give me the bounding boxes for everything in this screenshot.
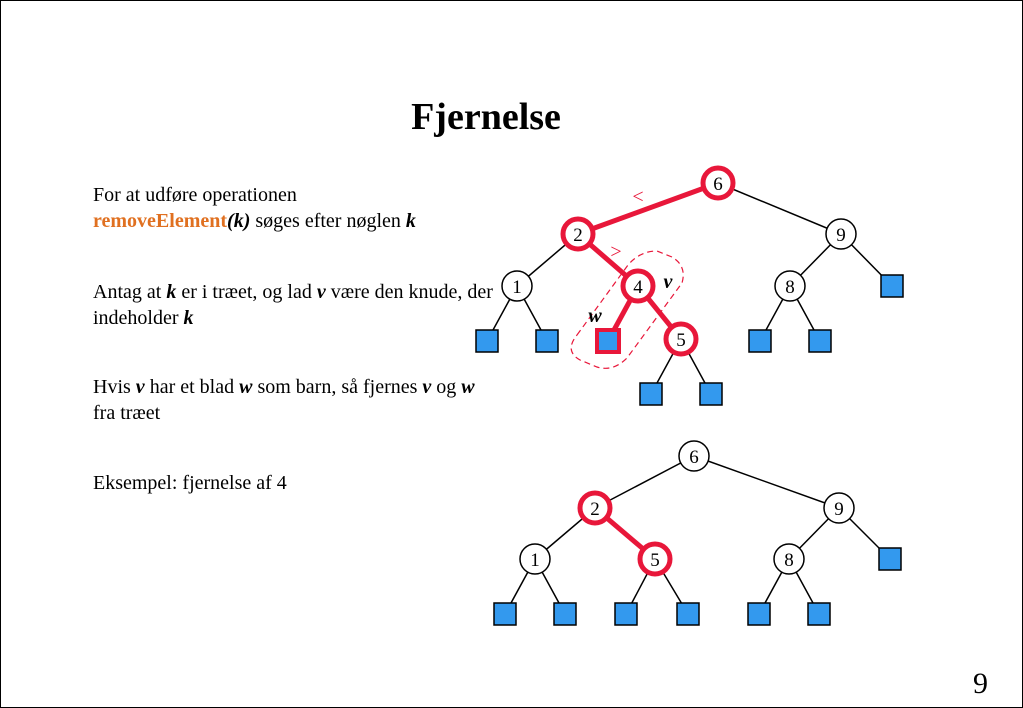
leaf — [614, 602, 638, 626]
node-9: 9 — [823, 492, 855, 524]
node-key: 6 — [713, 174, 723, 195]
key-k: k — [166, 281, 177, 303]
text: søges efter nøglen — [250, 210, 406, 232]
node-key: 1 — [512, 277, 522, 298]
tree-after: 6 2 9 1 5 8 — [493, 440, 902, 626]
leaf-w — [595, 328, 621, 354]
label-v: v — [664, 271, 674, 293]
text: fra træet — [93, 402, 161, 424]
leaf — [748, 329, 772, 353]
node-4-v: 4 — [620, 268, 656, 304]
node-v: v — [422, 376, 432, 398]
edge — [594, 455, 695, 509]
leaves — [475, 274, 904, 406]
leaf — [475, 329, 499, 353]
node-8: 8 — [773, 543, 805, 575]
node-2: 2 — [577, 490, 613, 526]
node-v: v — [135, 376, 145, 398]
less-than-mark: < — [632, 186, 643, 208]
node-key: 2 — [590, 499, 600, 520]
leaf — [553, 602, 577, 626]
path-edge — [577, 180, 719, 237]
paragraph-leaf-case: Hvis v har et blad w som barn, så fjerne… — [93, 374, 493, 426]
node-1: 1 — [501, 270, 533, 302]
node-1: 1 — [519, 543, 551, 575]
node-key: 6 — [689, 447, 699, 468]
node-key: 5 — [650, 550, 660, 571]
leaf — [747, 602, 771, 626]
tree-before: < > v w 6 — [475, 165, 904, 406]
node-2: 2 — [560, 216, 596, 252]
node-key: 9 — [834, 499, 844, 520]
leaves — [493, 547, 902, 626]
node-key: 4 — [633, 277, 643, 298]
node-key: 1 — [530, 550, 540, 571]
node-key: 5 — [676, 330, 686, 351]
node-6: 6 — [678, 440, 710, 472]
slide-title: Fjernelse — [411, 96, 561, 138]
key-k: k — [405, 210, 416, 232]
paragraph-search: For at udføre operationen removeElement(… — [93, 182, 493, 234]
text: som barn, så fjernes — [252, 376, 423, 398]
leaf — [878, 547, 902, 571]
node-w: w — [461, 376, 475, 398]
edges — [486, 182, 893, 395]
greater-than-mark: > — [610, 241, 621, 263]
leaf — [493, 602, 517, 626]
leaf — [639, 382, 663, 406]
text: være den knude, der indeholder — [93, 281, 493, 329]
key-k: k — [233, 210, 244, 232]
text: Eksempel: fjernelse af 4 — [93, 472, 287, 494]
node-5: 5 — [637, 541, 673, 577]
paragraph-assume: Antag at k er i træet, og lad v være den… — [93, 279, 493, 331]
paren: ) — [243, 210, 251, 232]
leaf — [535, 329, 559, 353]
node-key: 8 — [785, 277, 795, 298]
node-v: v — [316, 281, 326, 303]
leaf — [808, 329, 832, 353]
node-9: 9 — [825, 218, 857, 250]
edges — [504, 455, 891, 615]
text: har et blad — [144, 376, 240, 398]
text: Antag at — [93, 281, 167, 303]
edge — [717, 182, 842, 235]
node-key: 8 — [784, 550, 794, 571]
leaf — [676, 602, 700, 626]
node-5: 5 — [663, 321, 699, 357]
page-number: 9 — [973, 667, 988, 700]
text: For at udføre operationen — [93, 184, 297, 206]
node-key: 2 — [573, 225, 583, 246]
leaf — [699, 382, 723, 406]
label-w: w — [588, 305, 602, 327]
paragraph-example: Eksempel: fjernelse af 4 — [93, 470, 493, 496]
text: er i træet, og lad — [176, 281, 317, 303]
key-k: k — [183, 307, 194, 329]
paren: ( — [227, 210, 234, 232]
node-6: 6 — [700, 165, 736, 201]
text: Hvis — [93, 376, 136, 398]
leaf — [807, 602, 831, 626]
node-w: w — [239, 376, 253, 398]
leaf — [880, 274, 904, 298]
node-key: 9 — [836, 225, 846, 246]
edge — [693, 455, 840, 509]
node-8: 8 — [774, 270, 806, 302]
method-name: removeElement — [93, 210, 228, 232]
text: og — [431, 376, 462, 398]
